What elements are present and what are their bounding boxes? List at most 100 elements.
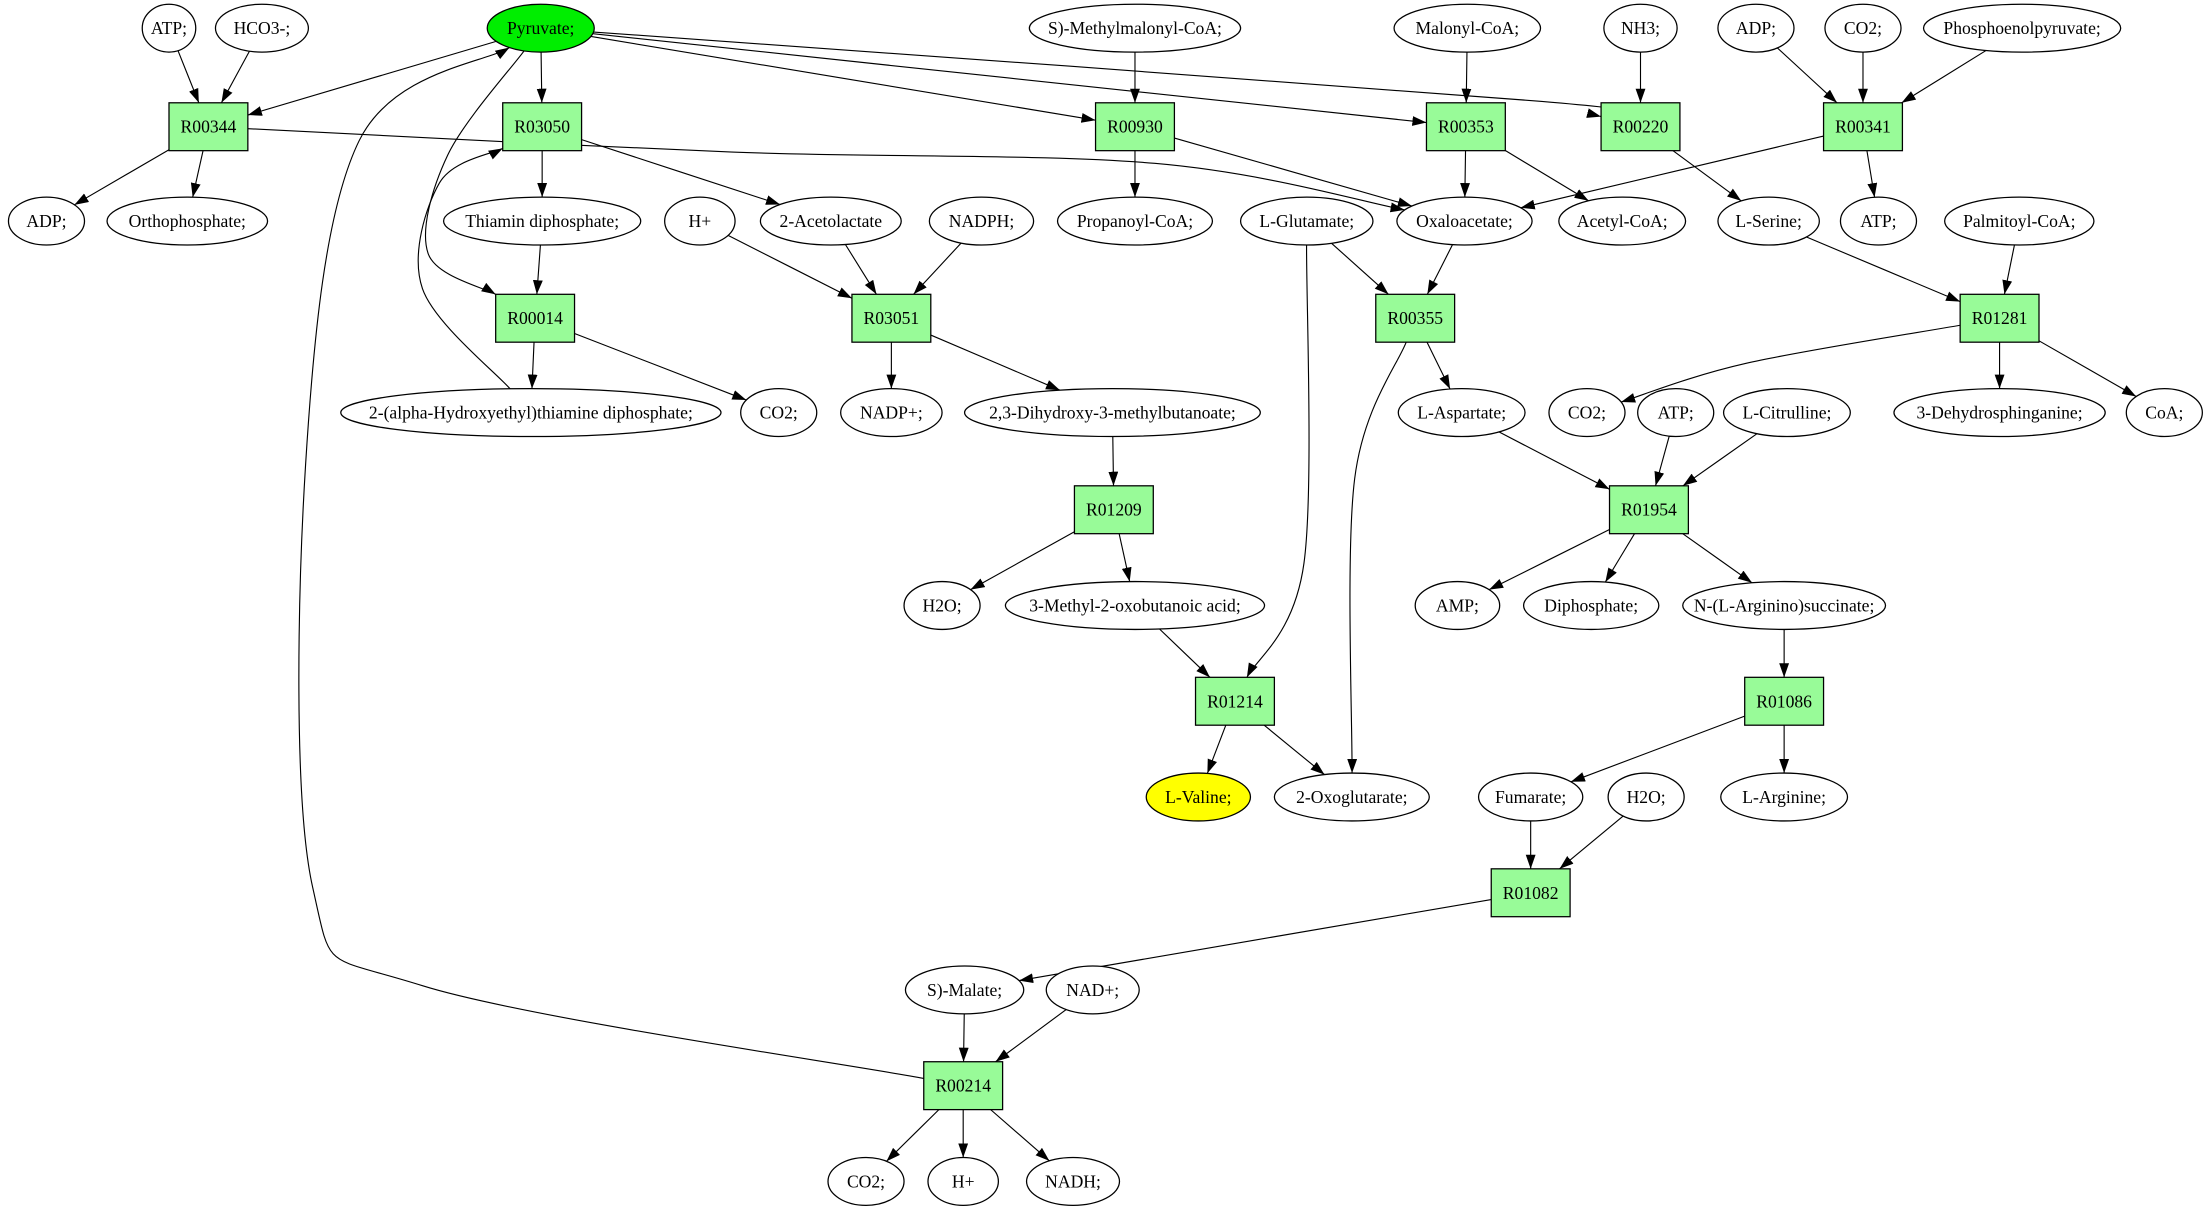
metabolite-node-s-malate[interactable]: S)-Malate; [904, 965, 1025, 1015]
metabolite-ellipse [963, 388, 1261, 438]
metabolite-node-pyruvate[interactable]: Pyruvate; [486, 3, 595, 53]
reaction-node-r01214[interactable]: R01214 [1194, 676, 1276, 726]
reaction-node-r03051[interactable]: R03051 [851, 293, 932, 343]
reaction-node-r01954[interactable]: R01954 [1608, 485, 1690, 535]
metabolite-node-2-acetolactate[interactable]: 2-Acetolactate [759, 196, 902, 246]
metabolite-node-3-dehydrosphinganine[interactable]: 3-Dehydrosphinganine; [1893, 388, 2106, 438]
edge-r00353-to-oxaloacetate [1460, 150, 1470, 198]
reaction-node-r01281[interactable]: R01281 [1959, 293, 2040, 343]
metabolite-node-adp[interactable]: ADP; [7, 196, 86, 246]
metabolite-node-palmitoyl-coa[interactable]: Palmitoyl-CoA; [1944, 196, 2095, 246]
metabolite-node-co2[interactable]: CO2; [1824, 3, 1902, 53]
node-label: H2O; [1627, 787, 1666, 807]
node-label: NAD+; [1066, 980, 1119, 1000]
metabolite-node-h2o[interactable]: H2O; [1607, 772, 1685, 822]
metabolite-node-oxaloacetate[interactable]: Oxaloacetate; [1396, 196, 1533, 246]
node-label: NADH; [1045, 1171, 1101, 1191]
reaction-node-r00344[interactable]: R00344 [168, 102, 249, 152]
reaction-node-r00220[interactable]: R00220 [1600, 102, 1681, 152]
edge-r00014-to-2-alpha-hydroxyethyl-thiamine-diphosphate [527, 342, 538, 389]
metabolite-node-l-valine[interactable]: L-Valine; [1145, 772, 1252, 822]
metabolite-node-nadp[interactable]: NADP+; [840, 388, 943, 438]
metabolite-ellipse [840, 388, 943, 438]
edge-l-citrulline-to-r01954 [1682, 433, 1758, 487]
reaction-node-r03050[interactable]: R03050 [502, 102, 583, 152]
reaction-node-r00930[interactable]: R00930 [1094, 102, 1176, 152]
node-label: R01954 [1621, 500, 1677, 520]
metabolite-node-2-oxoglutarate[interactable]: 2-Oxoglutarate; [1273, 772, 1430, 822]
edge-r01281-to-co2 [1620, 324, 1961, 403]
metabolite-node-s-methylmalonyl-coa[interactable]: S)-Methylmalonyl-CoA; [1028, 3, 1242, 53]
metabolite-node-acetyl-coa[interactable]: Acetyl-CoA; [1558, 196, 1687, 246]
reaction-node-r00014[interactable]: R00014 [495, 293, 576, 343]
node-label: CO2; [760, 403, 798, 423]
metabolite-node-malonyl-coa[interactable]: Malonyl-CoA; [1393, 3, 1542, 53]
reaction-node-r00214[interactable]: R00214 [923, 1061, 1004, 1111]
metabolite-node-propanoyl-coa[interactable]: Propanoyl-CoA; [1056, 196, 1214, 246]
node-label: AMP; [1436, 595, 1479, 615]
metabolite-node-nad[interactable]: NAD+; [1045, 965, 1140, 1015]
edge-pyruvate-to-r00353 [592, 33, 1427, 126]
metabolite-node-thiamin-diphosphate[interactable]: Thiamin diphosphate; [442, 196, 642, 246]
metabolite-node-diphosphate[interactable]: Diphosphate; [1522, 580, 1660, 631]
reaction-node-r01209[interactable]: R01209 [1073, 485, 1154, 535]
node-label: 2-Acetolactate [780, 211, 883, 231]
metabolite-node-nh3[interactable]: NH3; [1603, 3, 1678, 53]
metabolite-node-l-glutamate[interactable]: L-Glutamate; [1239, 196, 1374, 246]
metabolite-node-nadph[interactable]: NADPH; [928, 196, 1035, 246]
metabolite-node-h[interactable]: H+ [664, 196, 736, 246]
metabolite-node-adp[interactable]: ADP; [1717, 3, 1795, 53]
metabolite-node-l-aspartate[interactable]: L-Aspartate; [1397, 388, 1526, 438]
metabolite-node-h[interactable]: H+ [927, 1156, 1000, 1207]
node-label: R00014 [507, 308, 563, 328]
metabolite-node-n-l-arginino-succinate[interactable]: N-(L-Arginino)succinate; [1682, 580, 1887, 631]
metabolite-node-co2[interactable]: CO2; [827, 1156, 905, 1207]
metabolite-ellipse [1414, 580, 1501, 631]
metabolite-node-phosphoenolpyruvate[interactable]: Phosphoenolpyruvate; [1922, 3, 2122, 53]
reaction-node-r01082[interactable]: R01082 [1490, 868, 1571, 918]
metabolite-ellipse [1603, 3, 1678, 53]
metabolite-ellipse [1396, 196, 1533, 246]
metabolite-ellipse [1944, 196, 2095, 246]
metabolite-node-fumarate[interactable]: Fumarate; [1477, 772, 1584, 822]
node-label: 2,3-Dihydroxy-3-methylbutanoate; [989, 403, 1236, 423]
edge-r01954-to-n-l-arginino-succinate [1682, 533, 1753, 584]
edge-l-serine-to-r01281 [1806, 236, 1961, 303]
metabolite-node-h2o[interactable]: H2O; [903, 580, 981, 631]
node-label: L-Arginine; [1742, 787, 1826, 807]
metabolite-ellipse [442, 196, 642, 246]
node-label: Phosphoenolpyruvate; [1943, 18, 2100, 38]
edge-pyruvate-to-r00930 [590, 35, 1096, 123]
reaction-node-r00355[interactable]: R00355 [1375, 293, 1456, 343]
metabolite-node-atp[interactable]: ATP; [141, 3, 197, 53]
metabolite-node-atp[interactable]: ATP; [1637, 388, 1715, 438]
edge-l-glutamate-to-r00355 [1331, 242, 1389, 295]
edge-nadph-to-r03051 [913, 242, 962, 295]
edge-r01954-to-diphosphate [1604, 533, 1635, 583]
metabolite-node-l-serine[interactable]: L-Serine; [1717, 196, 1820, 246]
metabolite-node-hco3[interactable]: HCO3-; [214, 3, 310, 53]
metabolite-node-coa[interactable]: CoA; [2125, 388, 2203, 438]
metabolite-node-nadh[interactable]: NADH; [1025, 1156, 1121, 1207]
reaction-node-r00341[interactable]: R00341 [1822, 102, 1904, 152]
node-label: Propanoyl-CoA; [1077, 211, 1193, 231]
reaction-box [1959, 293, 2040, 343]
metabolite-node-2-3-dihydroxy-3-methylbutanoate[interactable]: 2,3-Dihydroxy-3-methylbutanoate; [963, 388, 1261, 438]
metabolite-node-2-alpha-hydroxyethyl-thiamine-diphosphate[interactable]: 2-(alpha-Hydroxyethyl)thiamine diphospha… [340, 388, 722, 438]
edge-palmitoyl-coa-to-r01281 [2002, 244, 2015, 295]
metabolite-node-atp[interactable]: ATP; [1839, 196, 1918, 246]
metabolite-node-l-arginine[interactable]: L-Arginine; [1720, 772, 1849, 822]
metabolite-node-orthophosphate[interactable]: Orthophosphate; [106, 196, 269, 246]
reaction-node-r00353[interactable]: R00353 [1425, 102, 1506, 152]
metabolite-node-amp[interactable]: AMP; [1414, 580, 1501, 631]
node-label: NADPH; [949, 211, 1015, 231]
metabolite-node-3-methyl-2-oxobutanoic-acid[interactable]: 3-Methyl-2-oxobutanoic acid; [1004, 580, 1266, 631]
reaction-node-r01086[interactable]: R01086 [1744, 676, 1825, 726]
metabolite-ellipse [1824, 3, 1902, 53]
metabolite-node-co2[interactable]: CO2; [1548, 388, 1626, 438]
metabolite-node-l-citrulline[interactable]: L-Citrulline; [1722, 388, 1851, 438]
metabolite-node-co2[interactable]: CO2; [740, 388, 818, 438]
metabolite-ellipse [1028, 3, 1242, 53]
node-label: R03051 [864, 308, 920, 328]
node-label: L-Serine; [1735, 211, 1801, 231]
